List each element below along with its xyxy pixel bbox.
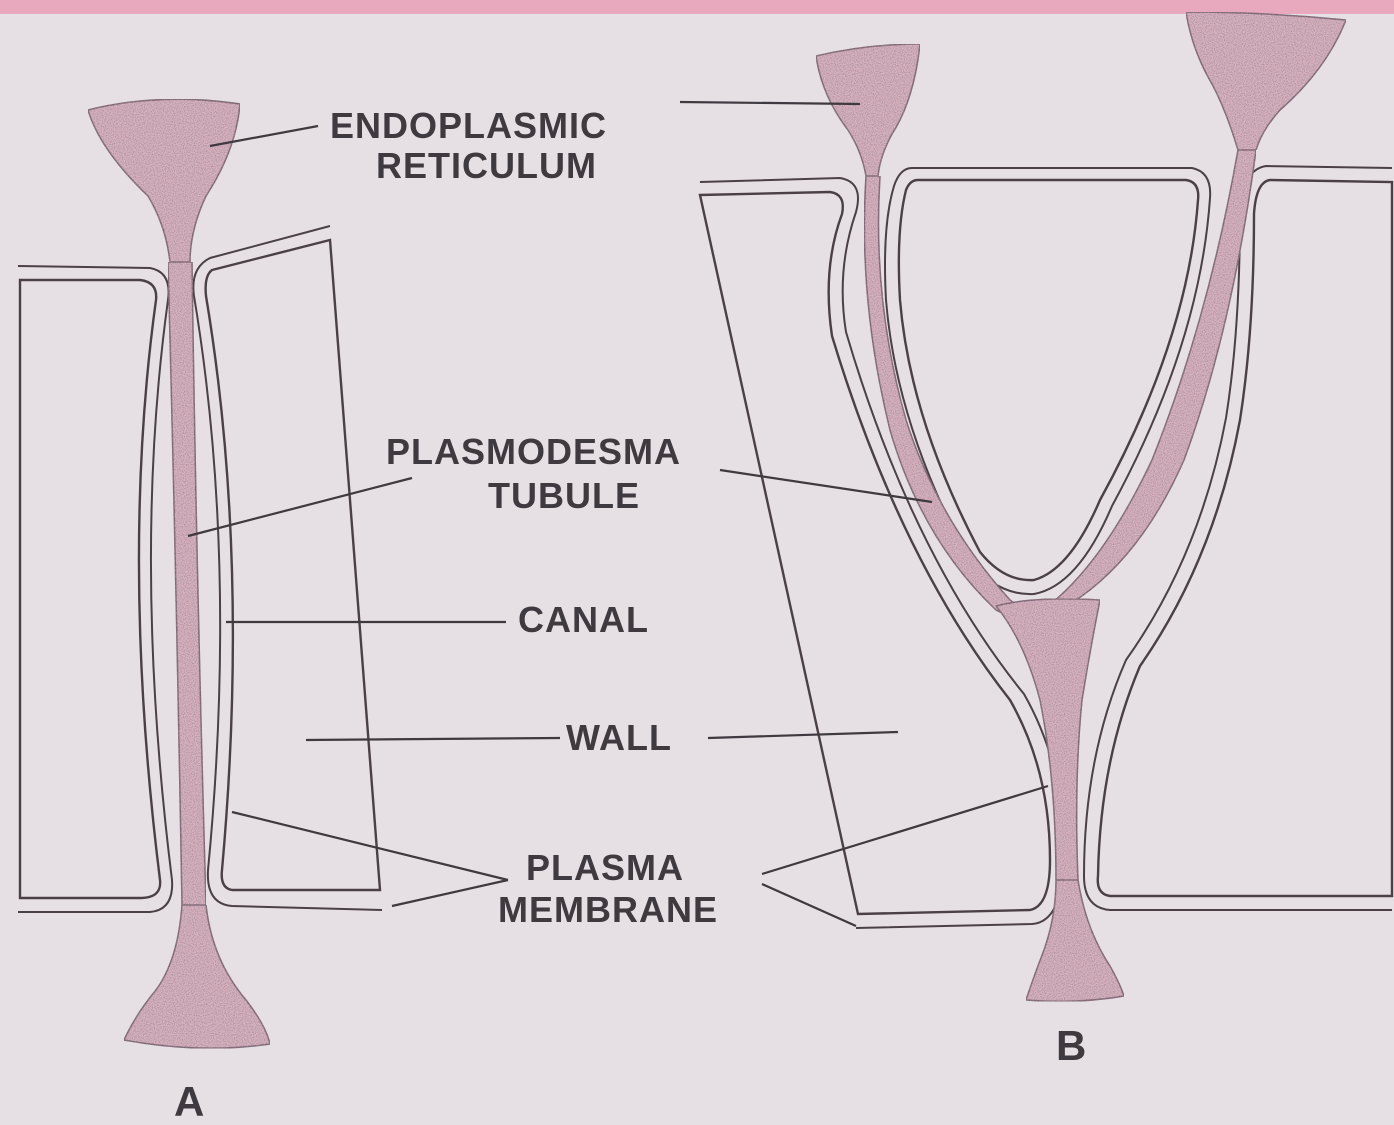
label-tubule-line1: PLASMODESMA bbox=[386, 431, 681, 472]
leader-tubule-a bbox=[188, 478, 412, 536]
tubule-b-left-branch bbox=[864, 176, 1034, 618]
er-b-top-right bbox=[1186, 12, 1346, 150]
wall-a-left bbox=[20, 280, 160, 898]
label-canal: CANAL bbox=[518, 599, 649, 640]
tubule-b-right-branch bbox=[1040, 150, 1256, 612]
panel-a bbox=[18, 99, 382, 1048]
top-edge bbox=[0, 0, 1394, 14]
panel-label-b: B bbox=[1056, 1022, 1086, 1069]
tubule-a bbox=[168, 262, 206, 905]
er-a-bottom bbox=[124, 905, 270, 1048]
panel-b bbox=[700, 12, 1392, 1001]
text-labels: ENDOPLASMIC RETICULUM PLASMODESMA TUBULE… bbox=[174, 105, 1086, 1125]
panel-label-a: A bbox=[174, 1078, 204, 1125]
er-b-top-left bbox=[816, 44, 920, 176]
label-er-line1: ENDOPLASMIC bbox=[330, 105, 607, 146]
membrane-a-right bbox=[193, 226, 382, 910]
leader-membrane-b1 bbox=[762, 786, 1048, 874]
label-membrane-line2: MEMBRANE bbox=[498, 889, 718, 930]
label-wall: WALL bbox=[566, 717, 672, 758]
label-membrane-line1: PLASMA bbox=[526, 847, 684, 888]
label-tubule-line2: TUBULE bbox=[488, 475, 640, 516]
er-b-bottom bbox=[1026, 880, 1124, 1001]
leader-membrane-a1 bbox=[232, 812, 508, 880]
leader-wall-b bbox=[708, 732, 898, 738]
leader-wall-a bbox=[306, 738, 560, 740]
leader-membrane-b2 bbox=[762, 884, 856, 926]
leader-membrane-a2 bbox=[392, 880, 508, 906]
wall-b-right bbox=[1098, 180, 1392, 896]
label-er-line2: RETICULUM bbox=[376, 145, 597, 186]
er-a-top bbox=[88, 99, 240, 262]
wall-a-right bbox=[206, 240, 380, 890]
